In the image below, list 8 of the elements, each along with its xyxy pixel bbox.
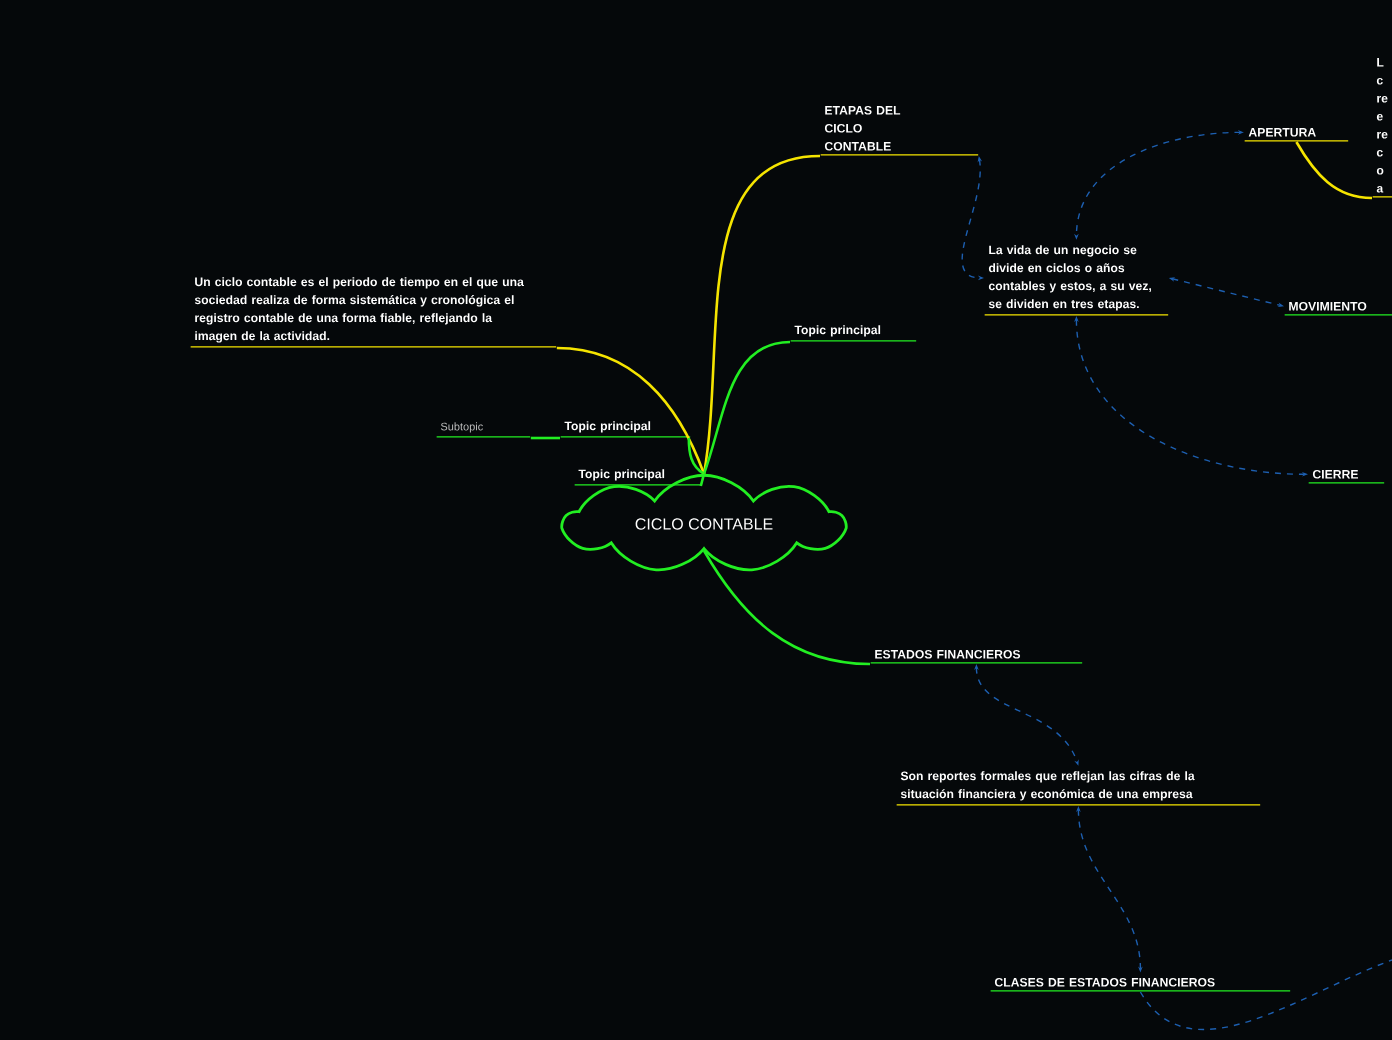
- branch-line: [699, 473, 706, 487]
- branch-line: [702, 154, 821, 475]
- branch-line: [687, 438, 705, 475]
- branch-line: [530, 436, 560, 440]
- branch-line: [702, 550, 871, 666]
- branch-line: [556, 346, 706, 475]
- branch-line: [702, 340, 791, 475]
- branch-line: [1295, 141, 1373, 200]
